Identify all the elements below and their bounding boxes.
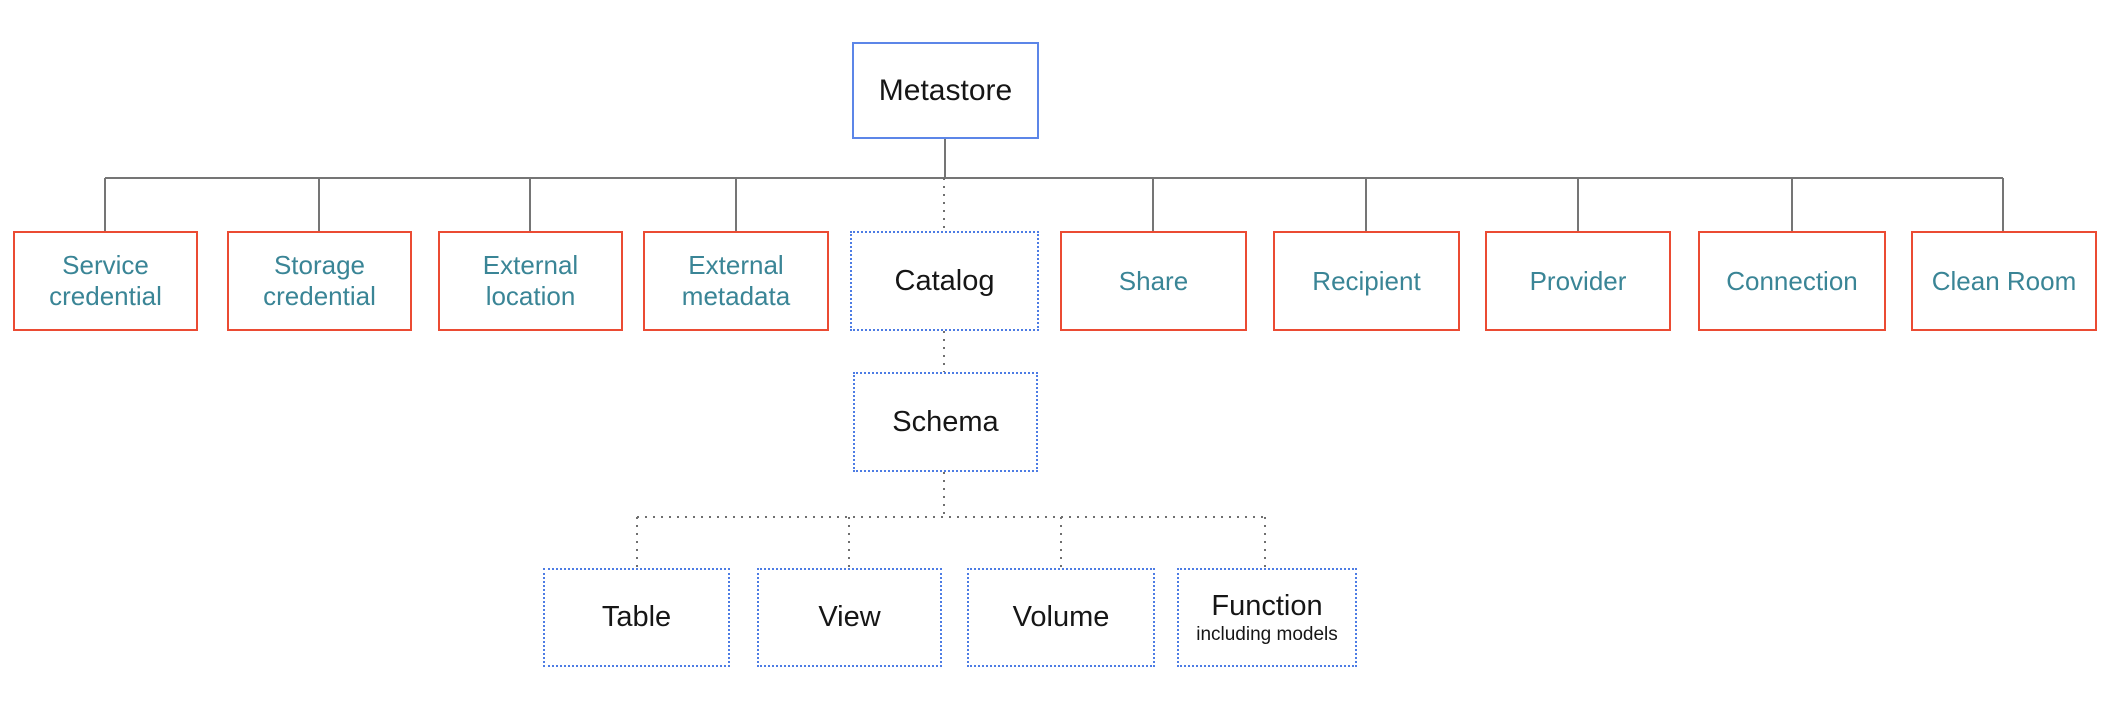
node-recipient: Recipient bbox=[1273, 231, 1460, 331]
node-external-metadata: External metadata bbox=[643, 231, 829, 331]
node-recipient-label: Recipient bbox=[1312, 265, 1421, 296]
node-metastore: Metastore bbox=[852, 42, 1039, 139]
node-catalog-label: Catalog bbox=[894, 264, 995, 297]
node-catalog: Catalog bbox=[850, 231, 1039, 331]
node-volume-label: Volume bbox=[1012, 601, 1110, 634]
node-schema-label: Schema bbox=[892, 405, 999, 438]
node-view: View bbox=[757, 568, 942, 667]
node-connection-label: Connection bbox=[1726, 265, 1858, 296]
node-function-label: Function bbox=[1211, 589, 1323, 622]
node-metastore-label: Metastore bbox=[878, 73, 1013, 107]
node-external-location: External location bbox=[438, 231, 623, 331]
node-storage-credential: Storage credential bbox=[227, 231, 412, 331]
node-clean-room-label: Clean Room bbox=[1931, 265, 2077, 296]
node-function: Function including models bbox=[1177, 568, 1357, 667]
node-external-metadata-label: External metadata bbox=[681, 250, 791, 311]
node-share: Share bbox=[1060, 231, 1247, 331]
node-table-label: Table bbox=[601, 601, 672, 634]
node-share-label: Share bbox=[1118, 265, 1189, 296]
node-function-sublabel: including models bbox=[1196, 624, 1338, 646]
node-connection: Connection bbox=[1698, 231, 1886, 331]
node-storage-credential-label: Storage credential bbox=[263, 250, 376, 311]
node-external-location-label: External location bbox=[482, 250, 579, 311]
node-provider: Provider bbox=[1485, 231, 1671, 331]
node-view-label: View bbox=[818, 601, 881, 634]
node-service-credential: Service credential bbox=[13, 231, 198, 331]
node-volume: Volume bbox=[967, 568, 1155, 667]
node-provider-label: Provider bbox=[1529, 265, 1627, 296]
node-schema: Schema bbox=[853, 372, 1038, 472]
node-service-credential-label: Service credential bbox=[49, 250, 162, 311]
node-clean-room: Clean Room bbox=[1911, 231, 2097, 331]
node-table: Table bbox=[543, 568, 730, 667]
